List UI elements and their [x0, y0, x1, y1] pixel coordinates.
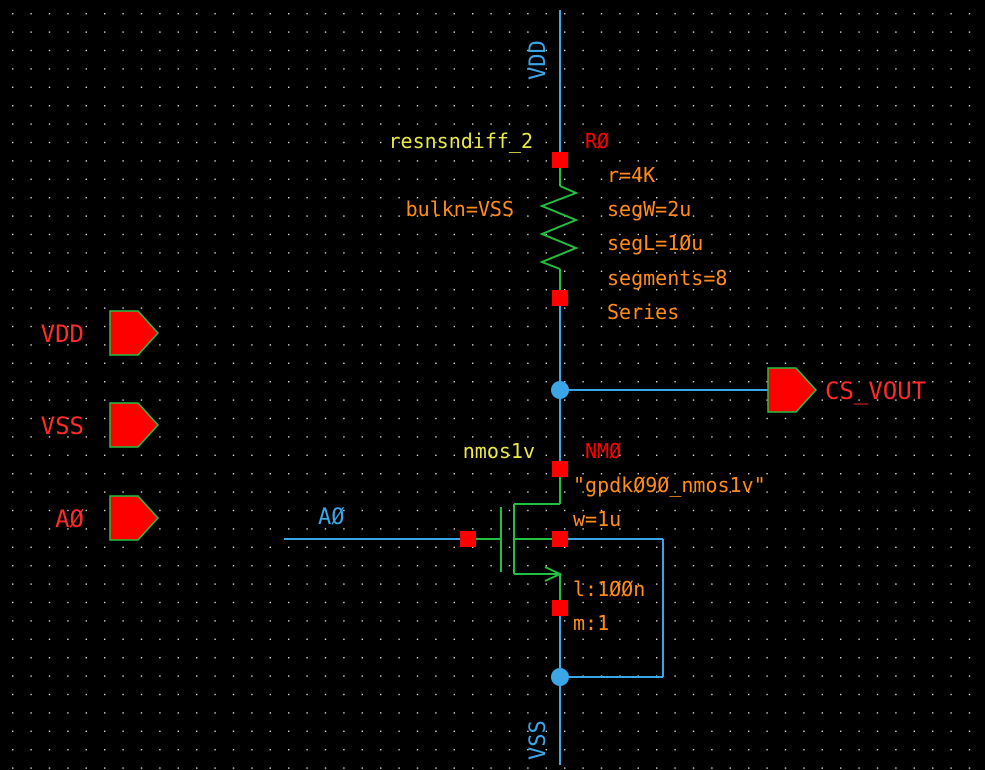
input-pin-icon	[109, 310, 160, 356]
transistor-param-l: l:1ØØn	[573, 577, 645, 601]
pin-a0[interactable]: AØ	[55, 495, 160, 541]
pin-vdd[interactable]: VDD	[41, 310, 160, 356]
transistor-model-name: "gpdkØ9Ø_nmos1v"	[573, 473, 766, 497]
transistor-instance-name: NMØ	[585, 439, 621, 463]
transistor-pin-drain[interactable]	[552, 461, 568, 477]
resistor-pin-minus[interactable]	[552, 290, 568, 306]
resistor-param-segments: segments=8	[607, 266, 727, 290]
junction-vss-node[interactable]	[551, 668, 569, 686]
pin-label-cs-vout: CS_VOUT	[825, 377, 926, 405]
net-label-a0: AØ	[318, 505, 345, 530]
pin-cs-vout[interactable]: CS_VOUT	[767, 367, 926, 413]
resistor-icon	[539, 166, 579, 292]
pin-vss[interactable]: VSS	[41, 402, 160, 448]
resistor-instance[interactable]: resnsndiff_2 RØ bulkn=VSS r=4K segW=2u s…	[389, 129, 728, 324]
transistor-pin-bulk[interactable]	[552, 531, 568, 547]
junction-output-node[interactable]	[551, 381, 569, 399]
transistor-pin-source[interactable]	[552, 600, 568, 616]
resistor-instance-name: RØ	[585, 129, 609, 153]
output-pin-icon	[767, 367, 818, 413]
pin-label-a0: AØ	[55, 505, 84, 533]
resistor-param-segw: segW=2u	[607, 197, 691, 221]
input-pin-icon	[109, 402, 160, 448]
transistor-param-m: m:1	[573, 611, 609, 635]
resistor-param-segl: segL=1Øu	[607, 231, 703, 255]
net-label-vdd: VDD	[526, 40, 551, 80]
resistor-cell-name: resnsndiff_2	[389, 129, 534, 153]
resistor-bulk-param: bulkn=VSS	[406, 197, 514, 221]
transistor-pin-gate[interactable]	[460, 531, 476, 547]
resistor-param-r: r=4K	[607, 163, 655, 187]
transistor-cell-name: nmos1v	[463, 439, 535, 463]
pin-label-vdd: VDD	[41, 320, 84, 348]
input-pin-icon	[109, 495, 160, 541]
transistor-instance[interactable]: nmos1v NMØ "gpdkØ9Ø_nmos1v" w=1u l:1ØØn …	[460, 439, 766, 635]
snap-grid	[12, 13, 971, 769]
resistor-param-series: Series	[607, 300, 679, 324]
pin-label-vss: VSS	[41, 412, 84, 440]
net-label-vss: VSS	[526, 720, 551, 760]
transistor-param-w: w=1u	[573, 507, 621, 531]
nmos-transistor-icon	[476, 476, 563, 600]
resistor-pin-plus[interactable]	[552, 152, 568, 168]
